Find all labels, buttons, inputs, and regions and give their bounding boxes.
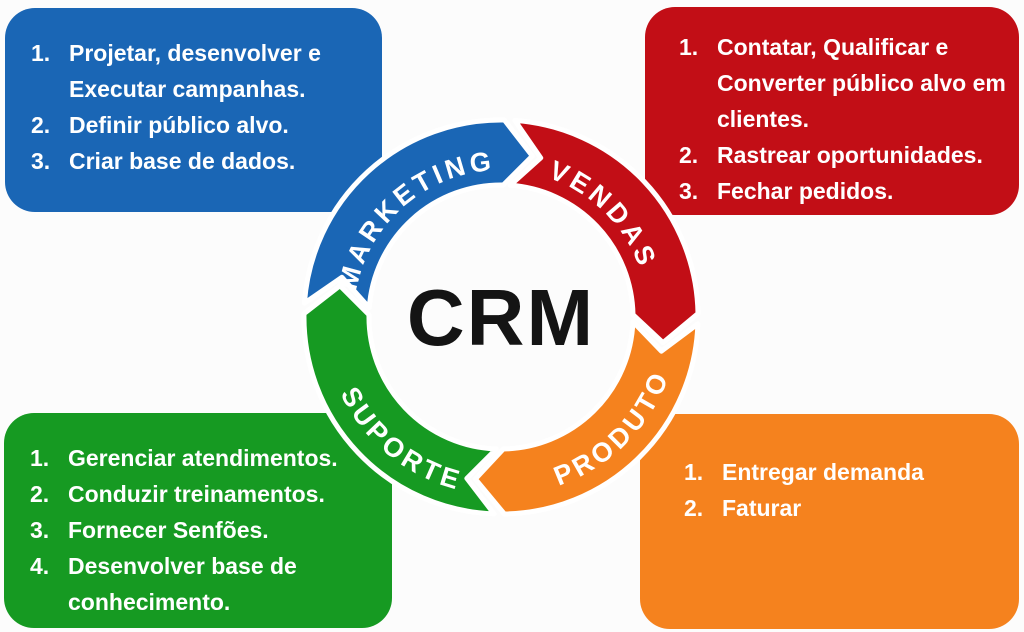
task-text: Entregar demanda xyxy=(722,459,924,485)
task-text: Desenvolver base de conhecimento. xyxy=(68,553,297,615)
ring-segment-suporte xyxy=(301,283,499,517)
task-number: 3. xyxy=(31,148,51,174)
task-text: Conduzir treinamentos. xyxy=(68,481,325,507)
task-text: Rastrear oportunidades. xyxy=(717,142,983,168)
vendas-task-list: 1. Contatar, Qualificar e Converter públ… xyxy=(645,7,1019,209)
ring-segment-marketing xyxy=(301,117,535,311)
task-number: 2. xyxy=(684,495,704,521)
marketing-task-list: 1. Projetar, desenvolver e Executar camp… xyxy=(5,8,382,179)
task-number: 2. xyxy=(679,142,699,168)
task-text: Criar base de dados. xyxy=(69,148,296,174)
produto-panel: 1. Entregar demanda 2. Faturar xyxy=(640,414,1019,629)
task-number: 1. xyxy=(30,445,50,471)
task-item: 3. Fornecer Senfões. xyxy=(30,512,382,548)
task-item: 1. Projetar, desenvolver e Executar camp… xyxy=(31,35,370,107)
task-number: 1. xyxy=(684,459,704,485)
task-number: 3. xyxy=(30,517,50,543)
task-item: 1. Contatar, Qualificar e Converter públ… xyxy=(679,29,1009,137)
task-text: Gerenciar atendimentos. xyxy=(68,445,338,471)
task-text: Fornecer Senfões. xyxy=(68,517,269,543)
task-item: 2. Faturar xyxy=(684,490,1009,526)
task-item: 1. Gerenciar atendimentos. xyxy=(30,440,382,476)
task-number: 2. xyxy=(30,481,50,507)
task-number: 1. xyxy=(679,34,699,60)
crm-center-title: CRM xyxy=(407,273,595,362)
produto-task-list: 1. Entregar demanda 2. Faturar xyxy=(640,414,1019,526)
marketing-panel: 1. Projetar, desenvolver e Executar camp… xyxy=(5,8,382,212)
task-number: 4. xyxy=(30,553,50,579)
task-item: 4. Desenvolver base de conhecimento. xyxy=(30,548,382,620)
task-text: Definir público alvo. xyxy=(69,112,289,138)
task-item: 2. Rastrear oportunidades. xyxy=(679,137,1009,173)
task-number: 2. xyxy=(31,112,51,138)
task-number: 1. xyxy=(31,40,51,66)
ring-segment-produto xyxy=(472,319,701,517)
task-item: 3. Criar base de dados. xyxy=(31,143,370,179)
ring-segment-vendas xyxy=(507,117,701,346)
task-item: 3. Fechar pedidos. xyxy=(679,173,1009,209)
vendas-panel: 1. Contatar, Qualificar e Converter públ… xyxy=(645,7,1019,215)
task-text: Faturar xyxy=(722,495,802,521)
task-text: Contatar, Qualificar e Converter público… xyxy=(717,34,1006,132)
suporte-panel: 1. Gerenciar atendimentos. 2. Conduzir t… xyxy=(4,413,392,628)
task-text: Projetar, desenvolver e Executar campanh… xyxy=(69,40,321,102)
task-item: 1. Entregar demanda xyxy=(684,454,1009,490)
task-text: Fechar pedidos. xyxy=(717,178,894,204)
suporte-task-list: 1. Gerenciar atendimentos. 2. Conduzir t… xyxy=(4,413,392,620)
task-item: 2. Definir público alvo. xyxy=(31,107,370,143)
task-number: 3. xyxy=(679,178,699,204)
task-item: 2. Conduzir treinamentos. xyxy=(30,476,382,512)
